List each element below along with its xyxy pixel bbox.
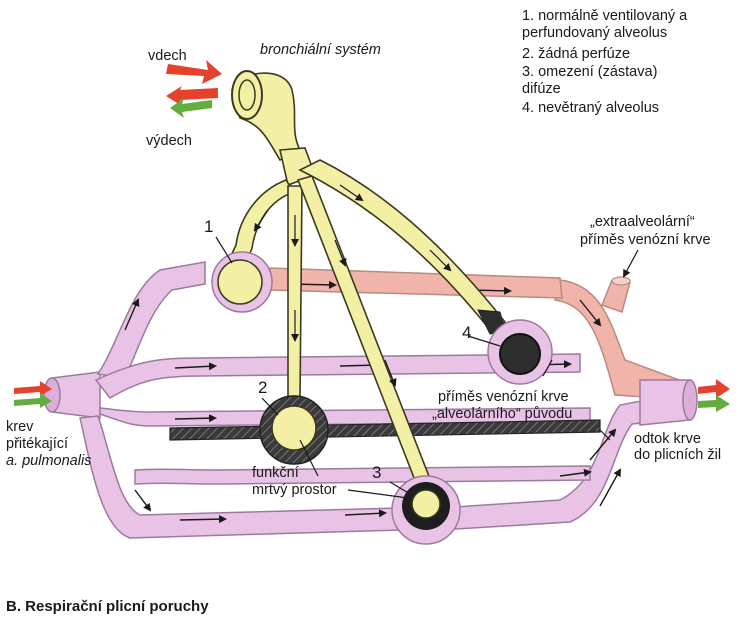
inhale-arrow: [166, 60, 222, 84]
outflow-arrow-red: [698, 379, 730, 398]
airway-to-alveolus-1: [226, 179, 296, 265]
legend-item-2: 2. žádná perfúze: [522, 46, 631, 62]
inflow-arrow-green: [14, 393, 52, 408]
alveolus-number-3: 3: [372, 463, 381, 482]
bronchial-tree: [226, 70, 507, 489]
inflow-label-2: přitékající: [6, 436, 69, 452]
alveolus-number-1: 1: [204, 217, 213, 236]
exhale-arrow-red: [166, 86, 218, 106]
extraalveolar-label-2: příměs venózní krve: [580, 232, 711, 248]
deadspace-label-2: mrtvý prostor: [252, 482, 337, 498]
alveolus-number-2: 2: [258, 378, 267, 397]
pointer-lines: [215, 236, 639, 499]
exhale-label: výdech: [146, 133, 192, 149]
outlet-opening: [682, 379, 698, 421]
legend-item-3: 3. omezení (zástava) difúze: [522, 64, 658, 97]
outflow-label-2: do plicních žil: [634, 447, 722, 463]
outflow-arrow-green: [698, 395, 730, 412]
vessel-top-branch: [96, 261, 206, 379]
legend-item-1: 1. normálně ventilovaný a perfundovaný a…: [522, 8, 688, 41]
inhale-label: vdech: [148, 48, 187, 64]
deadspace-label-1: funkční: [252, 465, 299, 481]
exhale-arrow-green: [170, 98, 212, 118]
vessel-middle: [94, 353, 581, 399]
alveolar-admixture-label-2: „alveolárního“ původu: [432, 406, 573, 422]
bronchus-opening: [231, 70, 263, 120]
inflow-arrow-red: [14, 381, 52, 396]
vessel-bottom-branch: [79, 415, 401, 539]
inlet-opening: [43, 377, 61, 413]
inflow-label-3: a. pulmonalis: [6, 453, 92, 469]
figure-caption: B. Respirační plicní poruchy: [6, 598, 209, 615]
inflow-label-1: krev: [6, 419, 34, 435]
vessel-lower-ring: [134, 465, 591, 485]
alveolus-number-4: 4: [462, 323, 471, 342]
breath-arrows: [14, 60, 730, 412]
bronchial-vein-opening: [611, 276, 631, 286]
bronchial-system-label: bronchiální systém: [260, 42, 381, 58]
alveoli: [211, 251, 553, 545]
airway-arrows: [253, 184, 452, 387]
airway-to-alveolus-4: [298, 159, 507, 332]
extraalveolar-label-1: „extraalveolární“: [590, 214, 695, 230]
vessel-network: [43, 261, 698, 539]
alveolar-admixture-label-1: příměs venózní krve: [438, 389, 569, 405]
shunt-vessel: [269, 267, 563, 299]
legend-item-4: 4. nevětraný alveolus: [522, 100, 660, 116]
outflow-label-1: odtok krve: [634, 431, 701, 447]
